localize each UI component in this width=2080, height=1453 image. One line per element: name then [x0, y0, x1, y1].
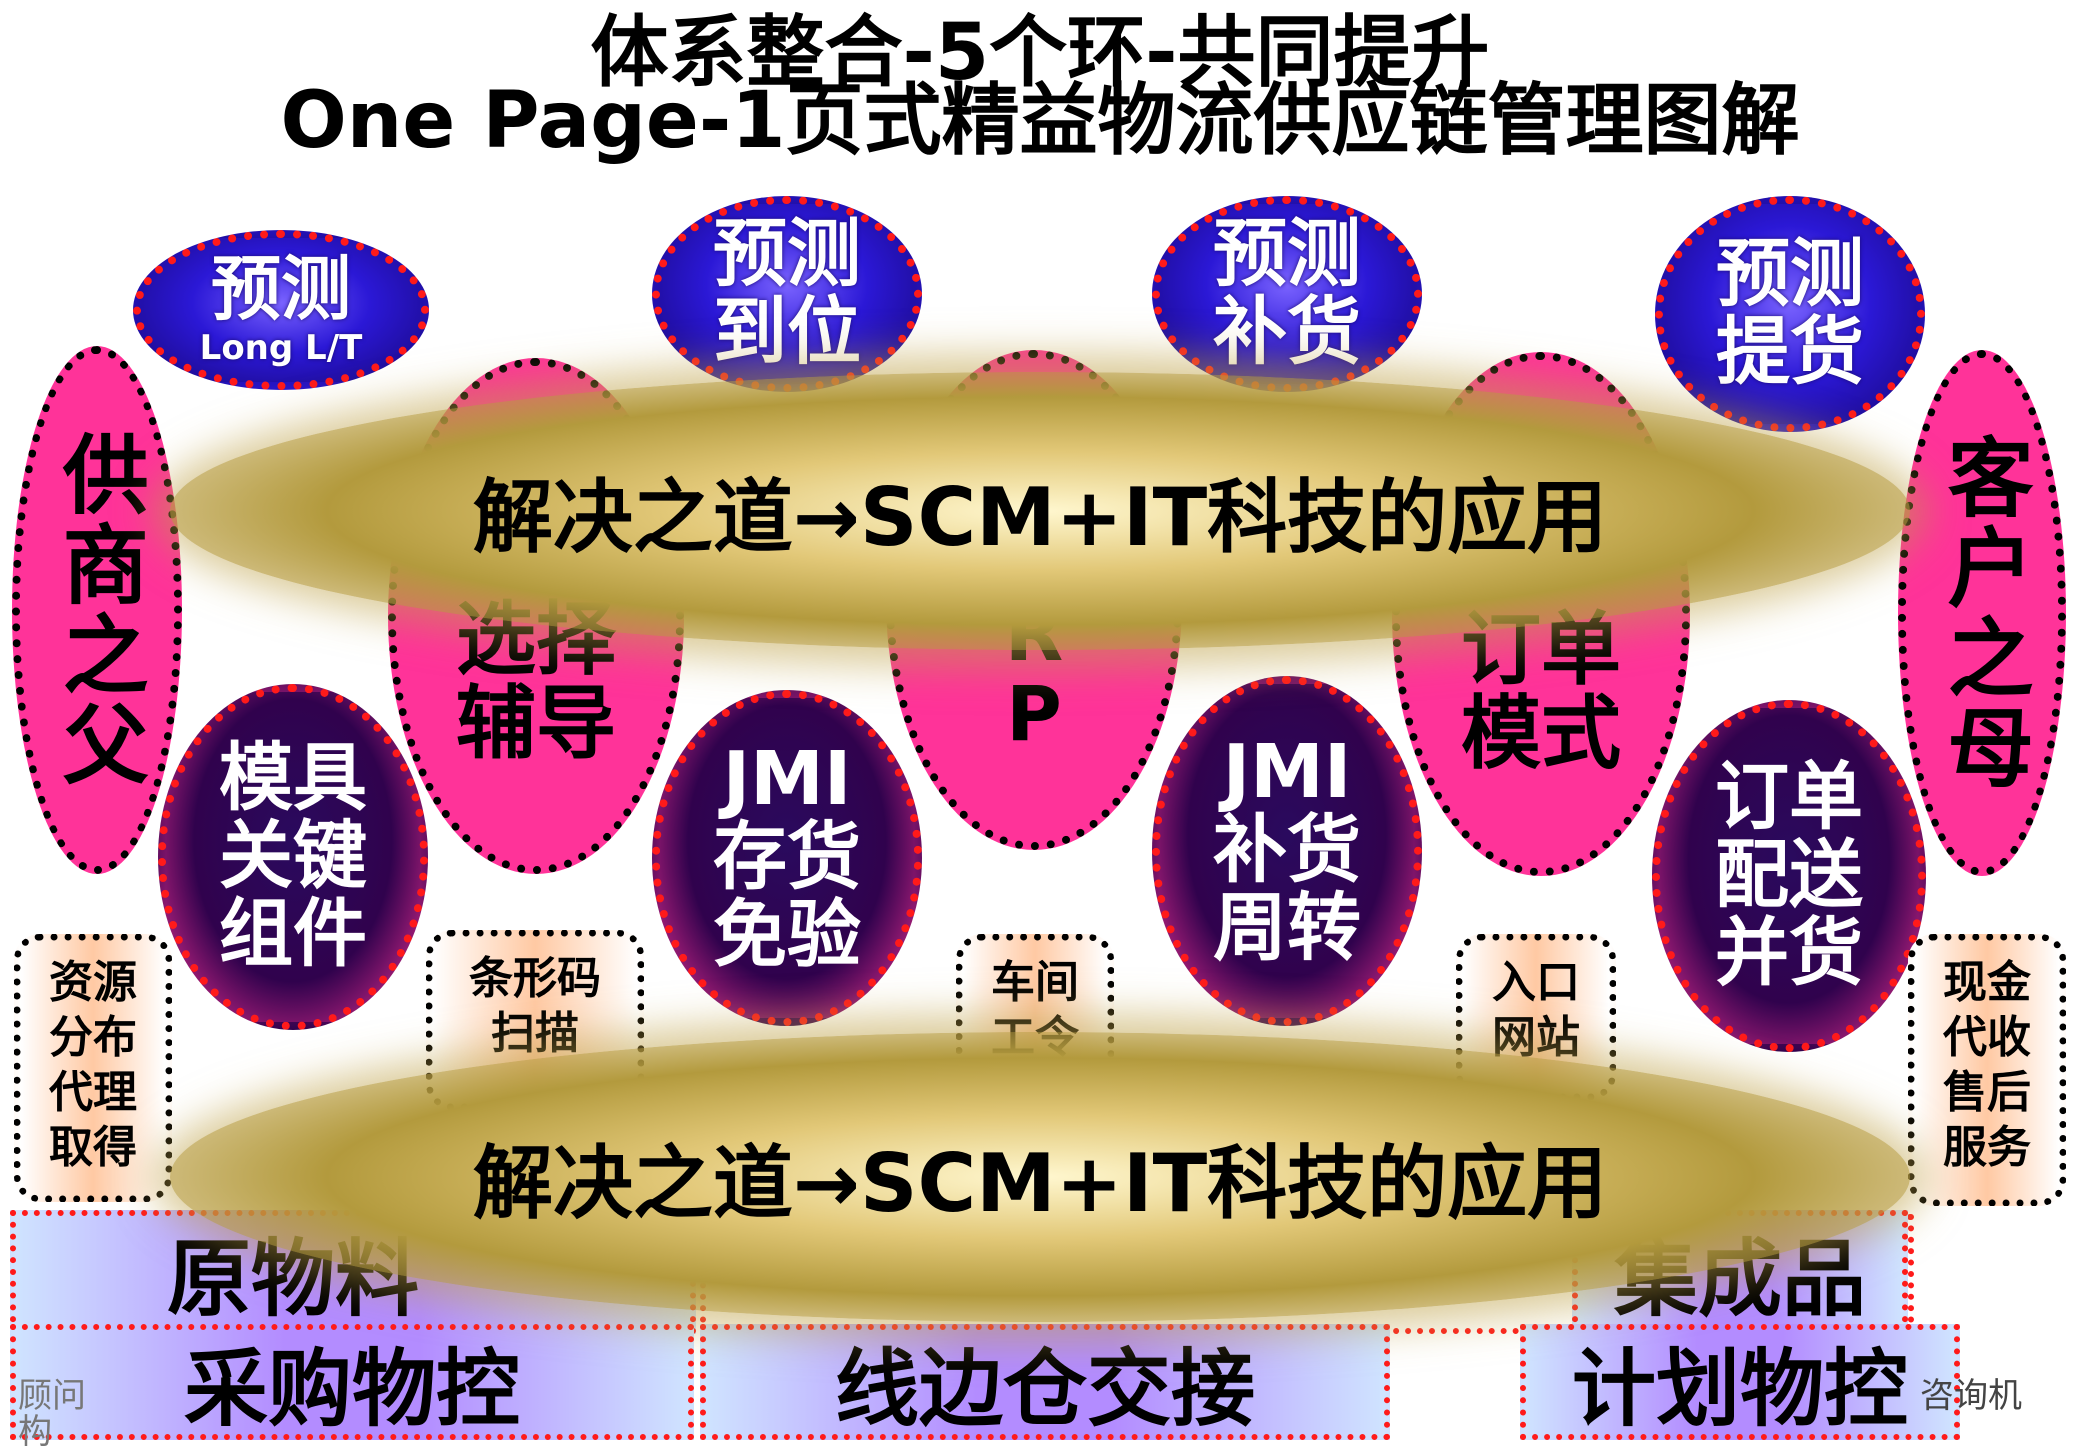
forecast-sub: 提货 [1716, 309, 1864, 395]
order-del-line1: 订单 [1715, 754, 1863, 841]
forecast-oval-long-lt: 预测 Long L/T [133, 230, 429, 390]
mold-line1: 模具 [219, 735, 367, 822]
footer-fragment-left-1: 顾问 [18, 1376, 86, 1416]
box-line: 服务 [1943, 1122, 2031, 1173]
forecast-sub: Long L/T [199, 327, 363, 368]
solution-ring-top: 解决之道→SCM+IT科技的应用 [170, 372, 1910, 650]
jmi-inventory-oval: JMI 存货 免验 [652, 690, 922, 1026]
forecast-main: 预测 [211, 248, 351, 331]
supplier-father-oval: 供商之父 [12, 346, 182, 874]
box-line: 条形码 [469, 953, 601, 1004]
order-mode-line2: 模式 [1461, 687, 1621, 780]
box-line: 售后 [1943, 1067, 2031, 1118]
forecast-main: 预测 [1213, 211, 1361, 298]
cash-service-box: 现金 代收 售后 服务 [1908, 934, 2066, 1206]
solution-ring-top-text: 解决之道→SCM+IT科技的应用 [472, 471, 1608, 564]
jmi-inv-line1: JMI [722, 736, 852, 823]
jmi-rep-line1: JMI [1222, 729, 1352, 816]
jmi-inv-line2: 存货 [713, 814, 861, 901]
mold-line2: 关键 [219, 813, 367, 900]
order-del-line3: 并货 [1715, 909, 1863, 996]
line-side-bar: 线边仓交接 [700, 1324, 1390, 1440]
order-del-line2: 配送 [1715, 832, 1863, 919]
supplier-father-label: 供商之父 [47, 430, 148, 790]
box-line: 入口 [1492, 957, 1580, 1008]
mold-line3: 组件 [219, 890, 367, 977]
forecast-oval-pickup: 预测 提货 [1655, 196, 1925, 432]
planning-label: 计划物控 [1571, 1339, 1908, 1438]
forecast-main: 预测 [1716, 231, 1864, 318]
footer-fragment-right: 咨询机 [1920, 1376, 2022, 1416]
page-title-line2: One Page-1页式精益物流供应链管理图解 [280, 76, 1800, 166]
box-line: 现金 [1943, 957, 2031, 1008]
jmi-replenish-oval: JMI 补货 周转 [1152, 676, 1422, 1026]
box-line: 取得 [49, 1122, 137, 1173]
box-line: 代理 [49, 1067, 137, 1118]
box-line: 资源 [49, 957, 137, 1008]
forecast-sub: 补货 [1213, 289, 1361, 375]
footer-fragment-left-2: 构 [18, 1412, 52, 1452]
forecast-sub: 到位 [713, 289, 861, 375]
mold-key-part-oval: 模具 关键 组件 [158, 684, 428, 1030]
resource-distribution-box: 资源 分布 代理 取得 [14, 934, 172, 1202]
jmi-rep-line2: 补货 [1213, 807, 1361, 894]
box-line: 扫描 [491, 1008, 579, 1059]
forecast-oval-arrival: 预测 到位 [652, 196, 922, 392]
forecast-main: 预测 [713, 211, 861, 298]
customer-mother-oval: 客户之母 [1898, 350, 2066, 876]
box-line: 分布 [49, 1012, 137, 1063]
planning-control-bar: 计划物控 [1520, 1324, 1960, 1440]
jmi-inv-line3: 免验 [713, 891, 861, 978]
solution-ring-bottom: 解决之道→SCM+IT科技的应用 [170, 1032, 1910, 1322]
select-coach-line2: 辅导 [456, 677, 616, 770]
box-line: 代收 [1943, 1012, 2031, 1063]
rp-line2: P [1006, 669, 1062, 759]
customer-mother-label: 客户之母 [1932, 433, 2033, 793]
page-title-line1: 体系整合-5个环-共同提升 [590, 8, 1490, 98]
line-side-label: 线边仓交接 [834, 1339, 1255, 1438]
solution-ring-bottom-text: 解决之道→SCM+IT科技的应用 [472, 1137, 1608, 1230]
forecast-oval-replenish: 预测 补货 [1152, 196, 1422, 392]
order-delivery-oval: 订单 配送 并货 [1652, 700, 1926, 1052]
box-line: 车间 [991, 957, 1079, 1008]
purchase-control-bar: 采购物控 [10, 1324, 694, 1440]
jmi-rep-line3: 周转 [1213, 884, 1361, 971]
purchase-label: 采购物控 [183, 1339, 520, 1438]
